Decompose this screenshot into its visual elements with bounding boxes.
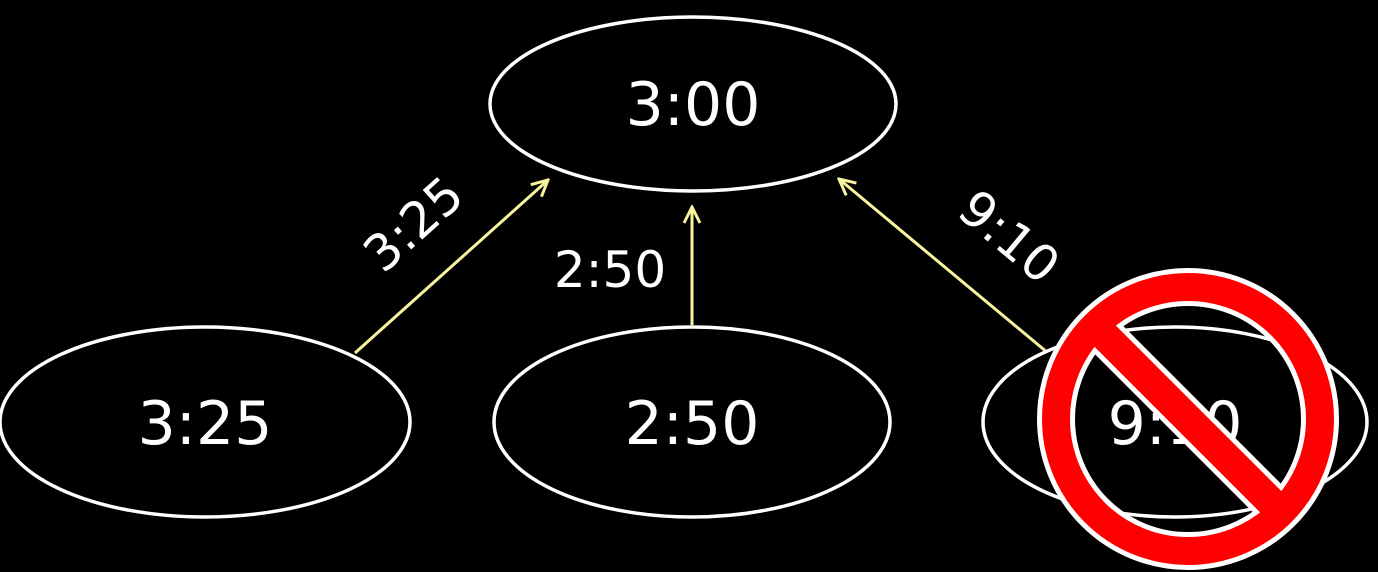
- edge-left-label: 3:25: [352, 165, 474, 283]
- prohibition-icon: [1037, 268, 1339, 570]
- edge-left-line: [353, 180, 548, 355]
- node-root: 3:00: [488, 15, 898, 193]
- edge-right-line: [839, 179, 1049, 355]
- node-middle-label: 2:50: [625, 389, 760, 459]
- node-left: 3:25: [0, 325, 412, 519]
- node-middle: 2:50: [492, 325, 892, 519]
- edge-middle-label: 2:50: [554, 241, 666, 299]
- edge-right-label: 9:10: [947, 179, 1070, 296]
- node-root-label: 3:00: [626, 70, 761, 140]
- node-left-label: 3:25: [138, 389, 273, 459]
